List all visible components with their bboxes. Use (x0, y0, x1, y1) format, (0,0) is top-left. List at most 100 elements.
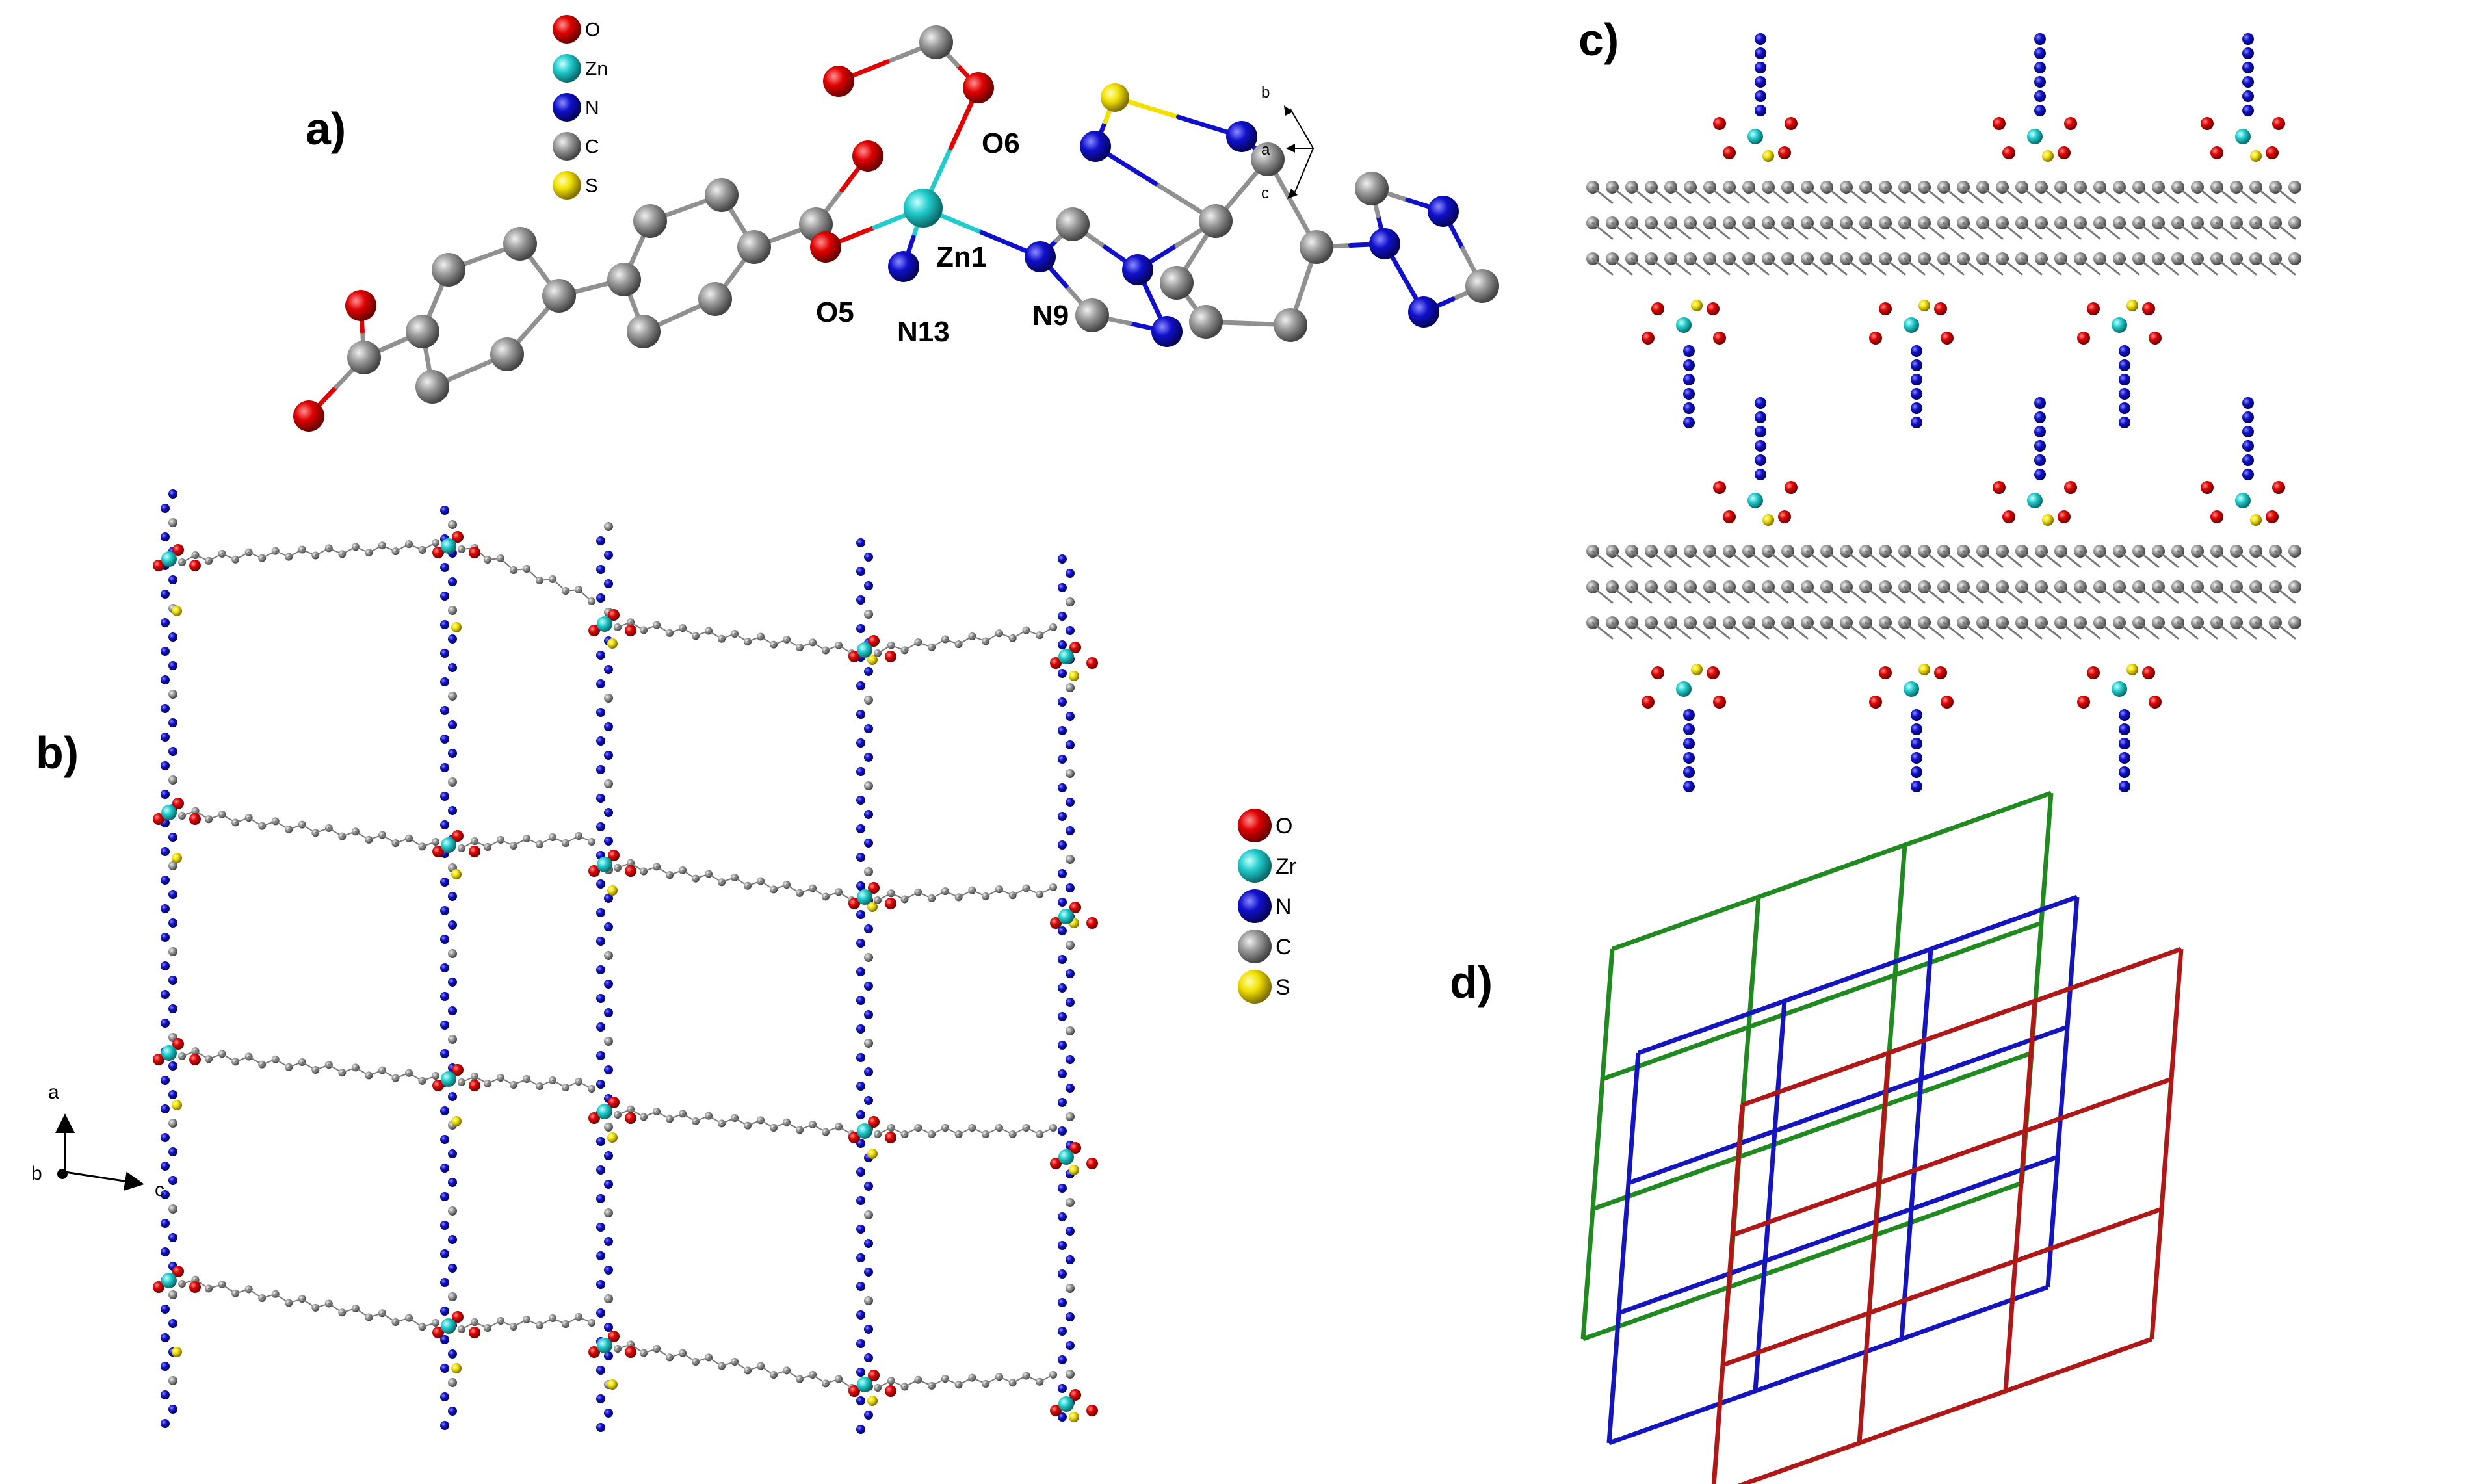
chain-atom (864, 696, 873, 705)
chain-atom (168, 1176, 177, 1185)
pack-zn-atom (1747, 129, 1763, 144)
pack-o-atom (2142, 666, 2155, 679)
chain-atom (856, 1425, 865, 1434)
atom-c12 (698, 282, 732, 316)
chain-atom (440, 1164, 449, 1173)
pack-o-atom (2266, 510, 2279, 523)
chain-s-atom (451, 1116, 462, 1126)
pack-o-atom (1785, 117, 1798, 130)
pack-o-atom (2201, 117, 2214, 130)
chain-atom (448, 577, 457, 586)
chain-atom (856, 1196, 865, 1205)
bond (1962, 222, 1984, 240)
node-zn-atom (597, 1104, 612, 1119)
pack-n-atom (1911, 417, 1922, 428)
chain-atom (596, 994, 605, 1003)
chain-atom (596, 879, 605, 889)
chain-atom (440, 992, 449, 1001)
node-o-atom (153, 1054, 164, 1065)
chain-atom (596, 1251, 605, 1260)
chain-atom (440, 906, 449, 915)
bond (1767, 621, 1789, 640)
legend-label-zr: Zr (1276, 854, 1296, 879)
axis-triad-a: b a c (1261, 84, 1315, 202)
bond (1884, 186, 1906, 204)
bond (2118, 621, 2140, 640)
pack-n-atom (2034, 90, 2046, 102)
pack-n-atom (1911, 738, 1922, 749)
node-o-atom (868, 635, 880, 647)
atom-c3 (432, 253, 465, 287)
pack-n-atom (2034, 47, 2046, 59)
chain-atom (1066, 1370, 1075, 1379)
bond (2157, 186, 2179, 204)
legend-swatch-n (553, 93, 581, 122)
pack-n-atom (2119, 709, 2130, 721)
node-o-atom (608, 609, 620, 621)
node-zn-atom (161, 1045, 177, 1061)
pack-n-atom (2119, 374, 2130, 385)
chain-atom (168, 632, 177, 642)
chain-atom (1058, 1327, 1067, 1336)
chain-atom (1058, 1384, 1067, 1393)
pack-zn-atom (1676, 681, 1692, 697)
bond (2255, 621, 2277, 640)
bond (1728, 550, 1750, 568)
bond (1591, 257, 1614, 276)
bond (2138, 257, 2160, 276)
bond (1806, 222, 1828, 240)
pack-s-atom (1762, 514, 1774, 526)
pack-o-atom (2142, 302, 2155, 315)
bond (1884, 550, 1906, 568)
chain-atom (1058, 697, 1067, 707)
chain-s-atom (867, 655, 878, 665)
bond (1982, 586, 2004, 604)
chain-atom (448, 1035, 457, 1044)
pack-zn-atom (2112, 681, 2127, 697)
chain-atom (856, 1339, 865, 1348)
pack-n-atom (1683, 781, 1695, 792)
chain-atom (1058, 812, 1067, 821)
bond (2216, 222, 2238, 240)
chain-atom (604, 1266, 613, 1275)
chain-atom (604, 1065, 613, 1074)
atom-c20 (1300, 230, 1333, 264)
bond (1689, 222, 1711, 240)
bond (1767, 550, 1789, 568)
atom-c7 (415, 370, 449, 404)
pack-o-atom (2087, 666, 2100, 679)
chain-atom (856, 681, 865, 690)
node-o-atom (1086, 657, 1098, 669)
chain-atom (604, 1351, 613, 1360)
chain-atom (440, 563, 449, 572)
chain-atom (864, 867, 873, 876)
bond (2021, 257, 2043, 276)
node-o-atom (432, 846, 444, 857)
pack-s-atom (1691, 664, 1703, 675)
node-o-atom (452, 830, 464, 842)
pack-n-atom (1683, 402, 1695, 414)
bond (2060, 186, 2082, 204)
chain-s-atom (451, 1363, 462, 1373)
chain-atom (856, 1024, 865, 1034)
chain-atom (1066, 626, 1075, 635)
atom-o3 (852, 140, 883, 172)
chain-atom (448, 1006, 457, 1015)
bond (2138, 550, 2160, 568)
chain-atom (448, 1149, 457, 1158)
bond (1650, 186, 1672, 204)
pack-o-atom (2210, 146, 2223, 159)
pack-n-atom (1755, 440, 1766, 452)
legend-swatch-o (1238, 809, 1272, 842)
chain-atom (604, 808, 613, 817)
chain-atom (596, 1080, 605, 1089)
atom-n15 (1369, 228, 1400, 259)
atom-c2 (406, 315, 439, 348)
chain-atom (161, 590, 170, 599)
pack-n-atom (1683, 374, 1695, 385)
chain-atom (168, 833, 177, 842)
atom-c10 (705, 178, 739, 212)
node-o-atom (588, 1346, 600, 1358)
node-o-atom (868, 882, 880, 894)
bond (1943, 257, 1965, 276)
